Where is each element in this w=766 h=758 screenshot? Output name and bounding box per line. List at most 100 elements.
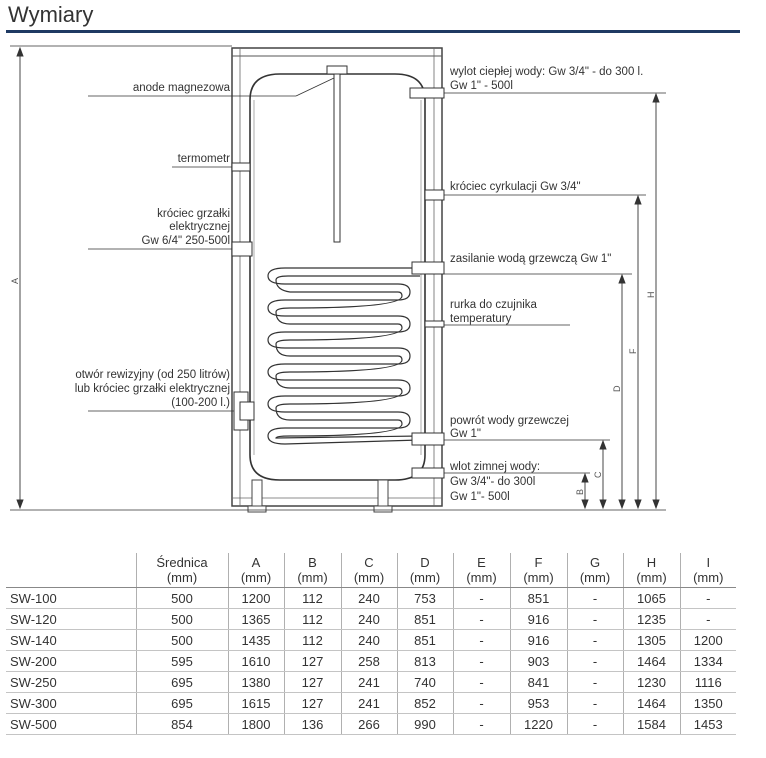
dim-label-f: F [628,348,638,354]
value-cell: 1453 [679,713,736,735]
column-header-name: E [477,555,486,570]
model-cell: SW-500 [6,713,136,735]
value-cell: - [566,587,623,609]
label-inspection-1: otwór rewizyjny (od 250 litrów) [75,369,230,381]
label-heater-1: króciec grzałki [157,208,230,220]
value-cell: 127 [283,671,341,693]
value-cell: 500 [135,587,228,609]
value-cell: 1235 [622,608,680,630]
column-header-name: D [420,555,430,570]
value-cell: 1365 [227,608,284,630]
column-header: D(mm) [396,553,453,588]
value-cell: 851 [396,608,453,630]
column-header: A(mm) [227,553,284,588]
value-cell: 1435 [227,629,284,651]
column-header: E(mm) [452,553,510,588]
column-header-unit: (mm) [297,570,328,585]
value-cell: 851 [509,587,567,609]
value-cell: - [679,608,736,630]
value-cell: 903 [509,650,567,672]
value-cell: 240 [340,587,397,609]
supply-fitting [411,261,445,275]
tank-body [249,73,426,481]
value-cell: 127 [283,692,341,714]
table-header-row: Średnica(mm)A(mm)B(mm)C(mm)D(mm)E(mm)F(m… [6,553,736,588]
value-cell: 258 [340,650,397,672]
value-cell: - [566,713,623,735]
value-cell: 753 [396,587,453,609]
value-cell: 1615 [227,692,284,714]
column-header-unit: (mm) [693,570,724,585]
label-cold-inlet-1: wlot zimnej wody: [449,461,540,473]
value-cell: 1610 [227,650,284,672]
column-header-unit: (mm) [166,570,198,585]
column-header-name: F [534,555,543,570]
label-sensor-2: temperatury [450,313,512,325]
value-cell: - [452,671,510,693]
model-cell: SW-200 [6,650,136,672]
value-cell: - [452,650,510,672]
column-header-unit: (mm) [466,570,497,585]
value-cell: 112 [283,629,341,651]
value-cell: 1800 [227,713,284,735]
model-cell: SW-250 [6,671,136,693]
label-hot-outlet-1: wylot ciepłej wody: Gw 3/4" - do 300 l. [449,66,643,78]
value-cell: - [566,650,623,672]
value-cell: 240 [340,629,397,651]
column-header: H(mm) [622,553,680,588]
label-heating-return-2: Gw 1" [450,428,481,440]
value-cell: 813 [396,650,453,672]
value-cell: 851 [396,629,453,651]
column-header: I(mm) [679,553,736,588]
value-cell: 916 [509,608,567,630]
value-cell: - [566,671,623,693]
label-heater-2: elektrycznej [169,221,230,233]
value-cell: 990 [396,713,453,735]
value-cell: - [452,629,510,651]
hot-outlet-fitting [409,87,445,99]
label-heating-return-1: powrót wody grzewczej [450,415,569,427]
value-cell: 1200 [679,629,736,651]
value-cell: 1220 [509,713,567,735]
value-cell: - [679,587,736,609]
leg-right [377,479,389,507]
value-cell: 1116 [679,671,736,693]
column-header: Średnica(mm) [135,553,228,588]
label-heater-3: Gw 6/4" 250-500l [142,235,230,247]
column-header-name: I [706,555,711,570]
value-cell: 241 [340,692,397,714]
label-inspection-2: lub króciec grzałki elektrycznej [75,383,230,395]
value-cell: 852 [396,692,453,714]
label-cold-inlet-3: Gw 1"- 500l [450,491,510,503]
value-cell: - [452,713,510,735]
label-anode: anode magnezowa [133,82,231,94]
column-header-unit: (mm) [409,570,441,585]
label-inspection-3: (100-200 l.) [171,397,230,409]
column-header: B(mm) [283,553,341,588]
value-cell: 127 [283,650,341,672]
dimensions-table: Średnica(mm)A(mm)B(mm)C(mm)D(mm)E(mm)F(m… [6,553,736,735]
value-cell: 695 [135,671,228,693]
column-header [6,553,136,588]
column-header-unit: (mm) [636,570,667,585]
dim-label-h: H [646,292,656,299]
circulation-fitting [424,189,445,201]
label-hot-outlet-2: Gw 1" - 500l [450,80,513,92]
value-cell: 1200 [227,587,284,609]
column-header-name: A [251,555,261,570]
return-fitting [411,432,445,446]
value-cell: 1464 [622,692,680,714]
column-header-unit: (mm) [523,570,554,585]
value-cell: 500 [135,608,228,630]
value-cell: 595 [135,650,228,672]
value-cell: - [566,629,623,651]
value-cell: 500 [135,629,228,651]
value-cell: 1380 [227,671,284,693]
value-cell: 1464 [622,650,680,672]
dim-label-d: D [612,385,622,392]
column-header-name: G [589,555,601,570]
column-header-unit: (mm) [579,570,611,585]
